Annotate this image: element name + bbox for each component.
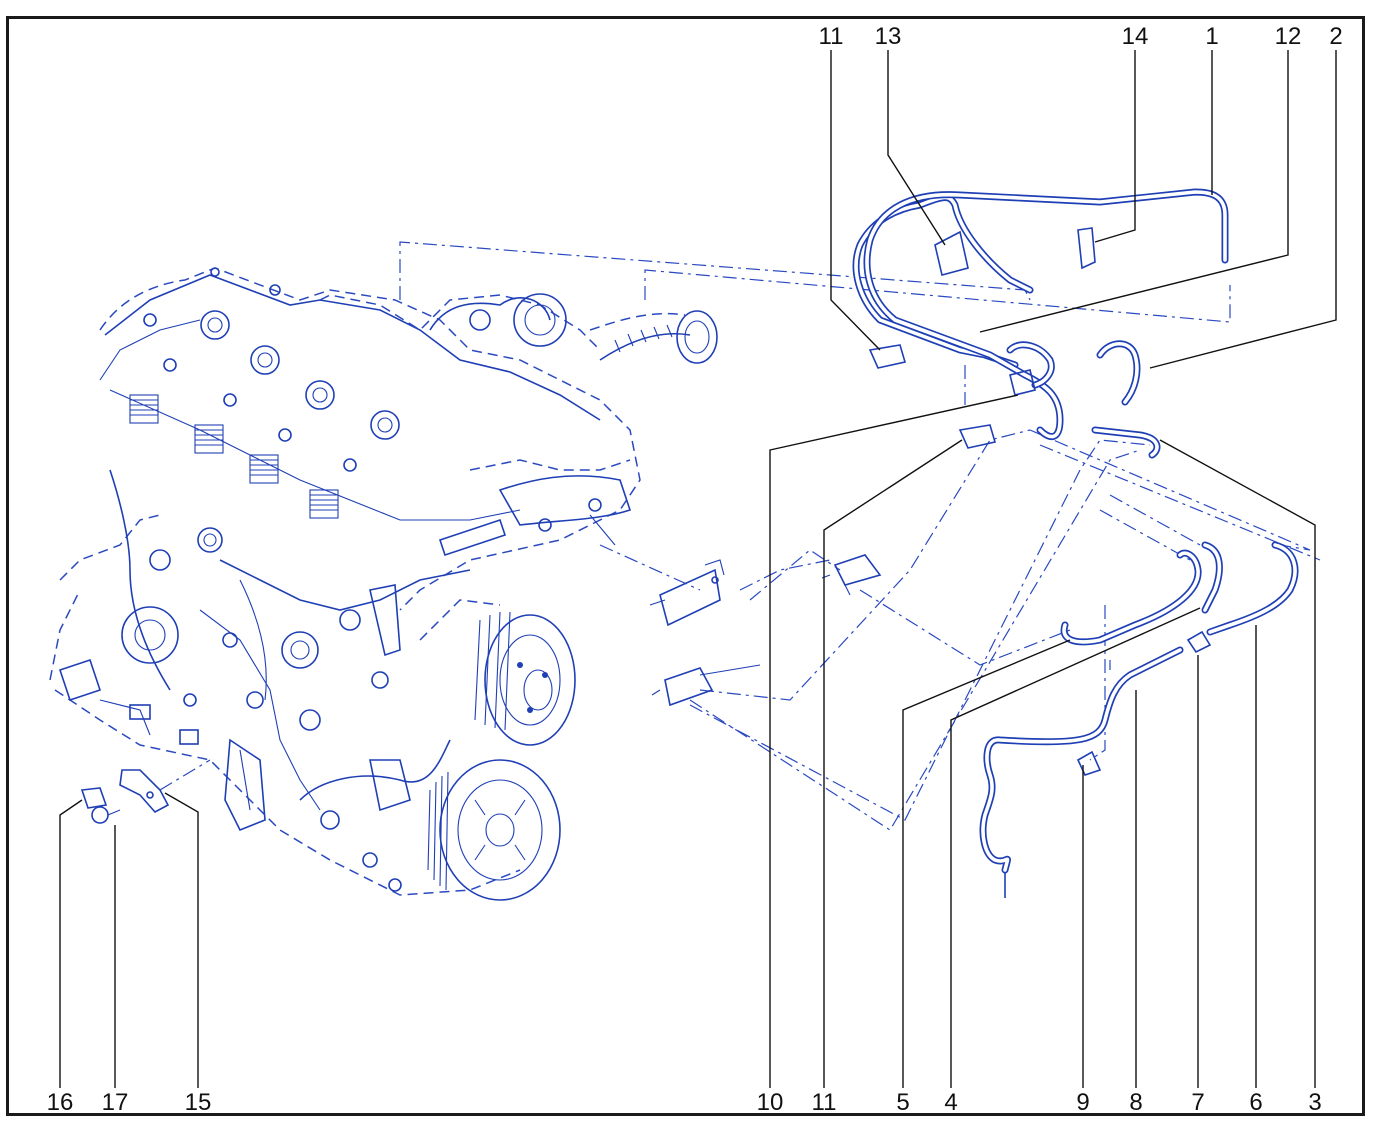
callout-br-5: 9	[1076, 1089, 1089, 1116]
callout-br-3: 5	[896, 1089, 909, 1116]
callout-br-6: 8	[1129, 1089, 1142, 1116]
callout-top-4: 1	[1205, 23, 1218, 50]
construction-lines	[159, 241, 1321, 831]
callout-br-9: 3	[1308, 1089, 1321, 1116]
callout-br-8: 6	[1249, 1089, 1262, 1116]
callout-br-2: 11	[812, 1089, 837, 1116]
callout-top-5: 12	[1275, 23, 1302, 50]
callout-br-1: 10	[757, 1089, 784, 1116]
engine-assembly	[49, 267, 718, 901]
callout-bl-2: 17	[102, 1089, 129, 1116]
callout-labels: 11 13 14 1 12 2 16 17 15 10 11 5 4 9 8 7…	[47, 23, 1343, 1116]
callout-top-3: 14	[1122, 23, 1149, 50]
callout-bl-1: 16	[47, 1089, 74, 1116]
bracket-bolt-parts	[80, 769, 170, 824]
callout-bl-3: 15	[185, 1089, 212, 1116]
hose-assembly	[852, 188, 1299, 898]
callout-top-6: 2	[1329, 23, 1342, 50]
callout-top-2: 13	[875, 23, 902, 50]
callout-br-7: 7	[1191, 1089, 1204, 1116]
solenoid-brackets	[649, 554, 882, 707]
callout-br-4: 4	[944, 1089, 957, 1116]
callout-top-1: 11	[819, 23, 844, 50]
leader-lines	[59, 50, 1337, 1088]
